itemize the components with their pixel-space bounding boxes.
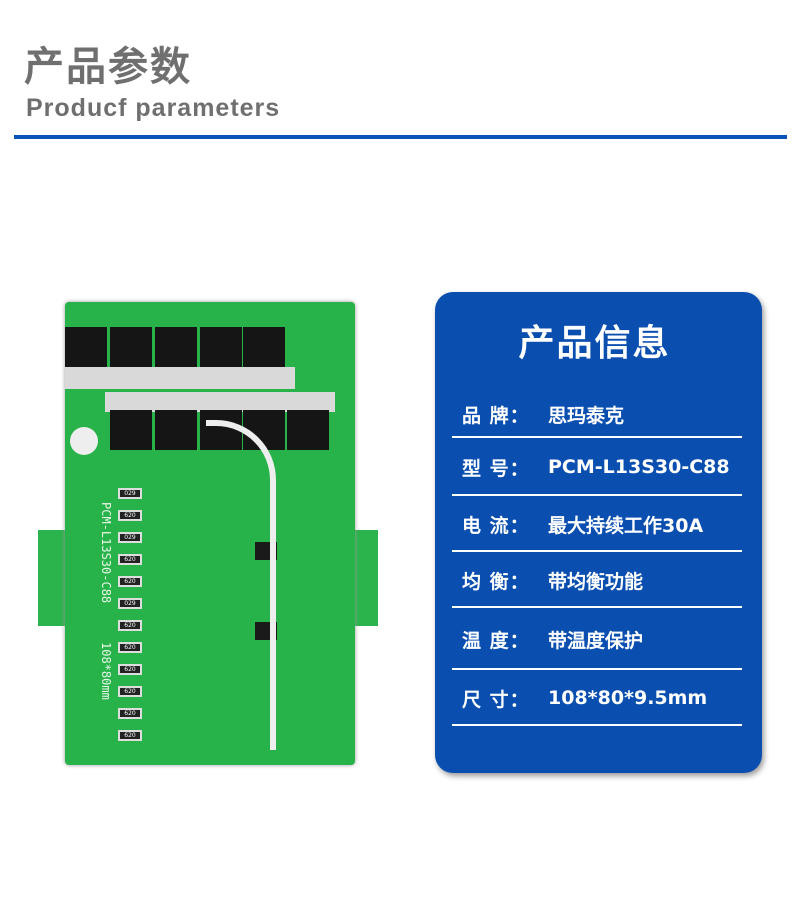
info-row-model: 型 号：PCM-L13S30-C88 [452,440,742,496]
info-row-brand: 品 牌：思玛泰克 [452,392,742,438]
info-row-temperature: 温 度：带温度保护 [452,610,742,670]
info-row-current: 电 流：最大持续工作30A [452,498,742,552]
title-cn: 产品参数 [24,44,192,90]
product-info-card: 产品信息 品 牌：思玛泰克 型 号：PCM-L13S30-C88 电 流：最大持… [435,292,762,773]
pcb-board: PCM-L13S30-C88 108*80mm [65,302,355,765]
pcb-tab-left [38,530,68,626]
title-en: Producf parameters [26,94,281,122]
silkscreen-size: 108*80mm [99,642,113,700]
silkscreen-model: PCM-L13S30-C88 [99,502,113,604]
info-row-size: 尺 寸：108*80*9.5mm [452,672,742,726]
info-row-balance: 均 衡：带均衡功能 [452,554,742,608]
header-divider [14,135,787,139]
card-title: 产品信息 [518,323,671,364]
temperature-sensor-wire [206,420,276,750]
